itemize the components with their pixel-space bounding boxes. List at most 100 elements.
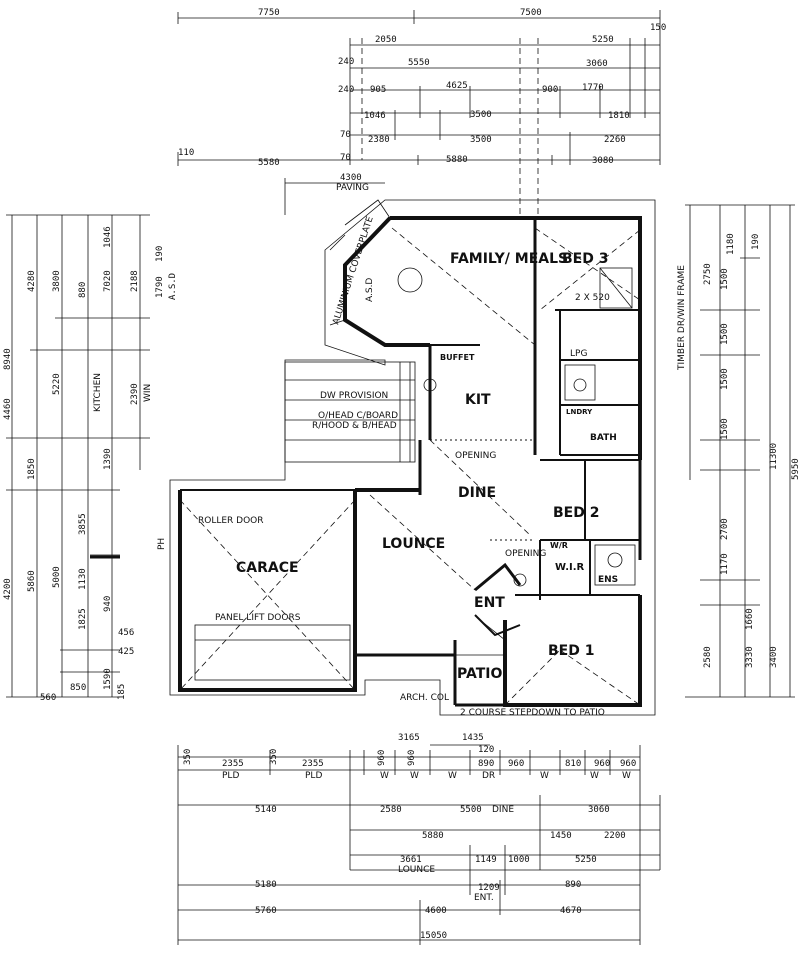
dim-left-1590: 1590 [103, 668, 113, 690]
dim-top-2380: 2380 [368, 135, 390, 145]
dim-left-1130: 1130 [78, 568, 88, 590]
dim-bottom-lounge-label: LOUNCE [398, 865, 435, 875]
dim-bottom-1435: 1435 [462, 733, 484, 743]
dim-left-4280: 4280 [27, 270, 37, 292]
dim-bottom-3165: 3165 [398, 733, 420, 743]
dim-left-1850: 1850 [27, 458, 37, 480]
dim-top-70a: 70 [340, 130, 351, 140]
dim-right-3400: 3400 [769, 646, 779, 668]
dim-top-7750: 7750 [258, 8, 280, 18]
dim-top-2260: 2260 [604, 135, 626, 145]
note-ph: PH [157, 538, 167, 550]
dim-bottom-ent-label: ENT. [474, 893, 494, 903]
room-bed3: BED 3 [562, 251, 608, 267]
dim-right-1500d: 1500 [720, 418, 730, 440]
dim-left-850: 850 [70, 683, 86, 693]
note-course-step: 2 COURSE STEPDOWN TO PATIO [460, 708, 605, 718]
dim-left-5000: 5000 [52, 566, 62, 588]
dim-bottom-1209: 1209 [478, 883, 500, 893]
dim-top-2050: 2050 [375, 35, 397, 45]
dim-top-5880: 5880 [446, 155, 468, 165]
dim-top-4300: 4300 [340, 173, 362, 183]
dim-left-880: 880 [78, 282, 88, 298]
dim-left-8940: 8940 [3, 348, 13, 370]
bottom-label-w-5: W [590, 771, 599, 781]
dim-bottom-5140: 5140 [255, 805, 277, 815]
dim-bottom-5760: 5760 [255, 906, 277, 916]
note-asd: A.S.D [365, 278, 375, 302]
dim-bottom-2355a: 2355 [222, 759, 244, 769]
dim-bottom-960d: 960 [594, 759, 610, 769]
dim-top-3500: 3500 [470, 110, 492, 120]
room-ens: ENS [598, 575, 618, 585]
dim-bottom-960b: 960 [407, 750, 417, 766]
bottom-dimension-lines: 2355 350 350 2355 960 960 890 960 810 96… [177, 733, 661, 945]
dim-top-70b: 70 [340, 153, 351, 163]
dim-left-2390: 2390 [130, 383, 140, 405]
bottom-label-dr: DR [482, 771, 495, 781]
dim-top-5250: 5250 [592, 35, 614, 45]
dim-right-1500c: 1500 [720, 368, 730, 390]
timber-frame-note: TIMBER DR/WIN FRAME [677, 265, 687, 371]
dim-left-190: 190 [155, 246, 165, 262]
dim-right-2580: 2580 [703, 646, 713, 668]
note-dw-provision: DW PROVISION [320, 391, 388, 401]
dim-left-4460: 4460 [3, 398, 13, 420]
room-ent: ENT [474, 595, 505, 611]
paving-label: PAVING [336, 183, 369, 193]
dim-top-3500b: 3500 [470, 135, 492, 145]
dim-top-900: 900 [542, 85, 558, 95]
room-buffet: BUFFET [440, 353, 475, 362]
dim-right-2700: 2700 [720, 518, 730, 540]
dim-top-1046: 1046 [364, 111, 386, 121]
room-patio: PATIO [457, 666, 502, 682]
dim-bottom-350b: 350 [269, 749, 279, 765]
room-family-meals: FAMILY/ MEALS [450, 251, 568, 267]
note-opening-lounge: OPENING [505, 549, 546, 559]
dim-right-5950: 5950 [791, 458, 800, 480]
dim-left-560: 560 [40, 693, 56, 703]
top-dimension-lines: 7750 7500 2050 5250 5550 3060 4625 1770 … [177, 8, 666, 215]
dim-left-3800: 3800 [52, 270, 62, 292]
dim-left-asd: A.S.D [168, 273, 178, 300]
dim-bottom-1149: 1149 [475, 855, 497, 865]
dim-top-4625: 4625 [446, 81, 468, 91]
room-wir: W.I.R [555, 562, 585, 573]
note-lpg: LPG [570, 349, 587, 359]
note-opening-kit: OPENING [455, 451, 496, 461]
room-bath: BATH [590, 433, 617, 443]
dim-left-3855: 3855 [78, 513, 88, 535]
room-bed1: BED 1 [548, 643, 594, 659]
dim-bottom-2200: 2200 [604, 831, 626, 841]
note-rangehood: R/HOOD & B/HEAD [312, 421, 397, 431]
building-walls [169, 199, 656, 716]
dim-bottom-4670: 4670 [560, 906, 582, 916]
bottom-label-w-3: W [448, 771, 457, 781]
dim-top-150: 150 [650, 23, 666, 33]
dim-bottom-15050: 15050 [420, 931, 447, 941]
note-panel-lift: PANEL LIFT DOORS [215, 613, 301, 623]
dim-left-1825: 1825 [78, 608, 88, 630]
dim-bottom-2355b: 2355 [302, 759, 324, 769]
dim-left-4200: 4200 [3, 578, 13, 600]
dim-right-1500a: 1500 [720, 268, 730, 290]
bottom-label-pld-2: PLD [305, 771, 322, 781]
dim-bottom-810: 810 [565, 759, 581, 769]
bottom-label-w-2: W [410, 771, 419, 781]
dim-left-456: 456 [118, 628, 134, 638]
note-2x520: 2 X 520 [575, 293, 610, 303]
room-labels: FAMILY/ MEALS BED 3 KIT DINE BED 2 LOUNC… [236, 251, 618, 682]
dim-left-5860: 5860 [27, 570, 37, 592]
dim-left-7020: 7020 [103, 270, 113, 292]
dim-bottom-1450: 1450 [550, 831, 572, 841]
dim-bottom-5180: 5180 [255, 880, 277, 890]
bottom-label-w-4: W [540, 771, 549, 781]
dim-bottom-350a: 350 [183, 749, 193, 765]
kitchen-vertical-label: KITCHEN [93, 373, 103, 412]
dim-bottom-1000: 1000 [508, 855, 530, 865]
room-garage: CARACE [236, 560, 299, 576]
dim-left-1790: 1790 [155, 276, 165, 298]
dim-top-3080: 3080 [592, 156, 614, 166]
dim-right-1290: 190 [751, 234, 761, 250]
